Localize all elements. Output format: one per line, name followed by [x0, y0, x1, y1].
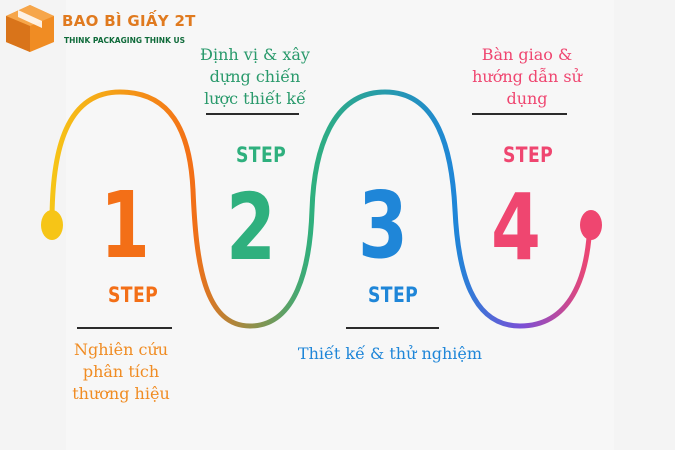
step-3-caption: Thiết kế & thử nghiệm	[297, 344, 483, 363]
step-2-caption: Định vị & xây dựng chiến lược thiết kế	[200, 45, 310, 108]
step-1-number: 1	[100, 172, 150, 279]
step-4-label: STEP	[503, 143, 554, 167]
brand-name: BAO BÌ GIẤY 2T	[62, 12, 196, 30]
backdrop	[66, 0, 614, 450]
step-4-rule	[472, 113, 567, 115]
step-1-rule	[77, 327, 172, 329]
step-1-label: STEP	[108, 283, 159, 307]
step-2-number: 2	[226, 174, 276, 281]
path-start-dot	[41, 210, 63, 240]
step-3-number: 3	[358, 172, 408, 279]
step-3-label: STEP	[368, 283, 419, 307]
step-4-caption: Bàn giao & hướng dẫn sử dụng	[472, 45, 582, 108]
brand-logo: BAO BÌ GIẤY 2T THINK PACKAGING THINK US	[2, 2, 202, 52]
step-4-number: 4	[491, 174, 541, 281]
step-2-rule	[206, 113, 299, 115]
step-2-label: STEP	[236, 143, 287, 167]
step-3-rule	[346, 327, 439, 329]
brand-tagline: THINK PACKAGING THINK US	[64, 36, 185, 45]
step-1-caption: Nghiên cứu phân tích thương hiệu	[72, 340, 170, 403]
box-logo-icon	[6, 5, 54, 52]
path-end-dot	[580, 210, 602, 240]
